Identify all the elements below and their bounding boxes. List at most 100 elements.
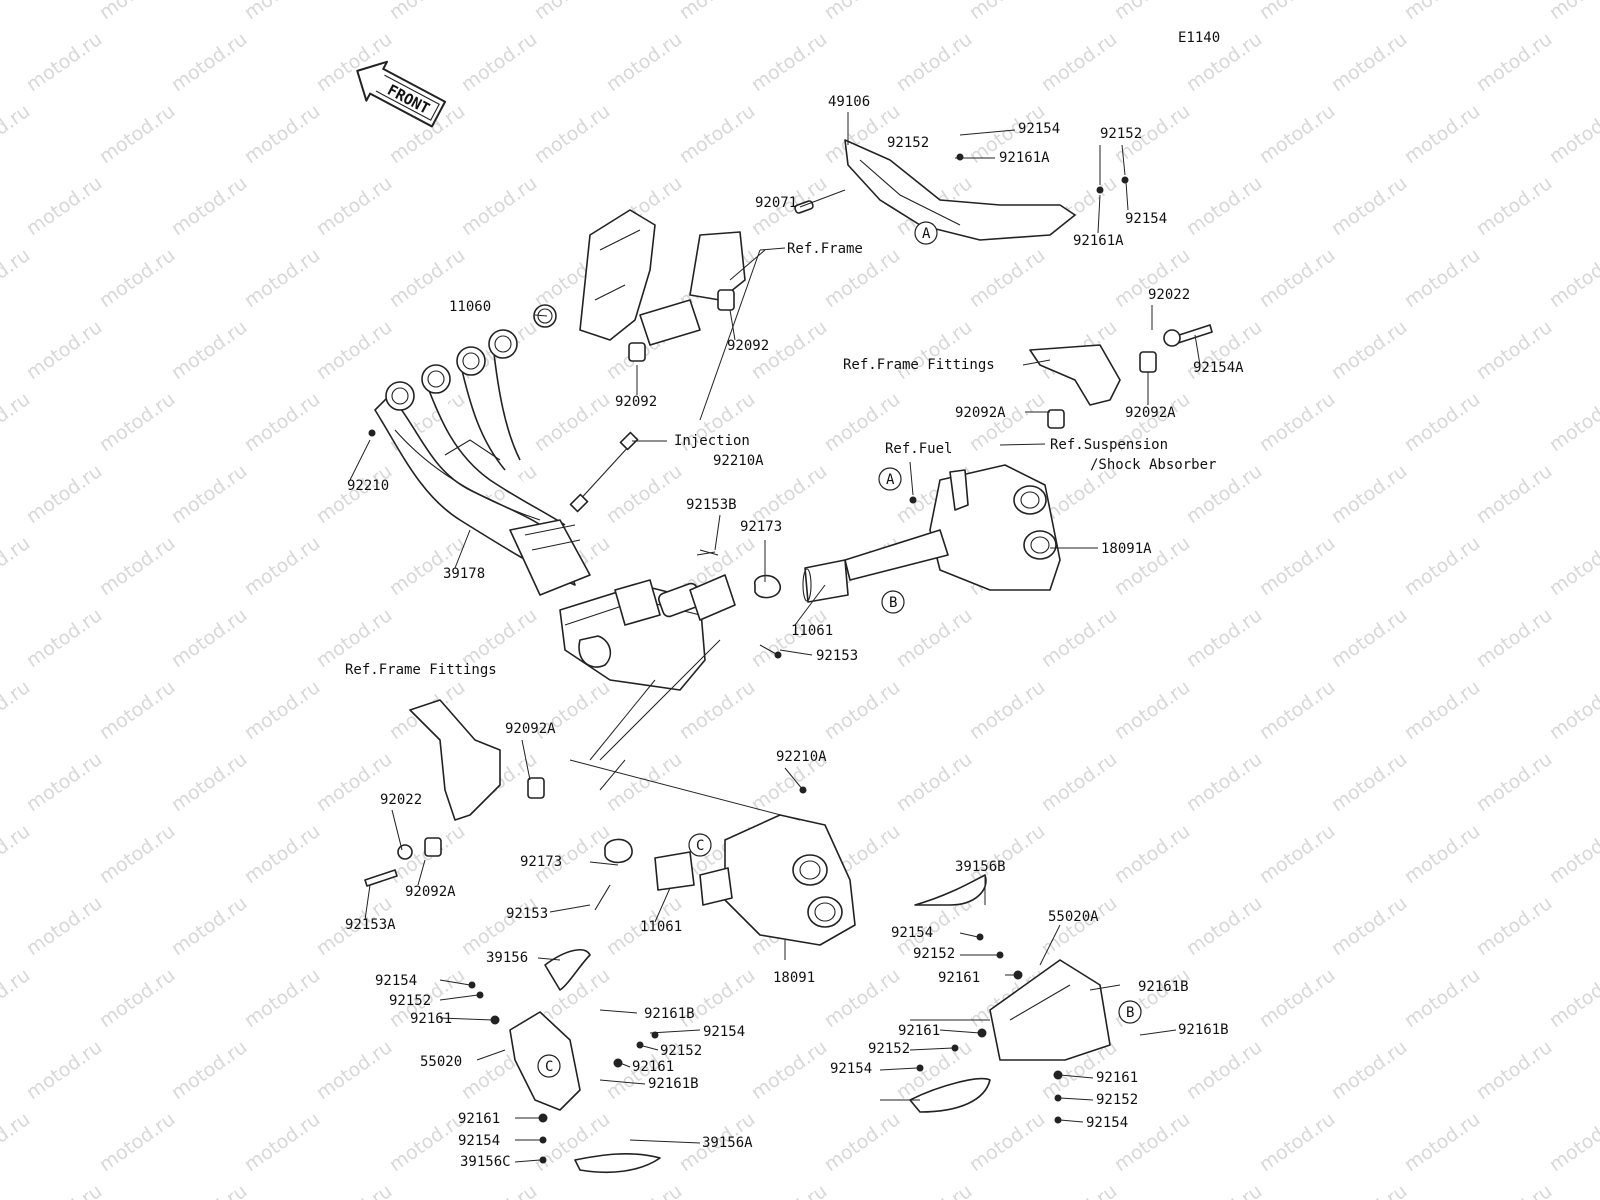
part-label: 92092 [727, 338, 769, 354]
part-label: 92153B [686, 497, 737, 513]
watermark-text: motod.ru [747, 1036, 831, 1104]
part-label: 55020A [1048, 909, 1099, 925]
watermark-text: motod.ru [0, 532, 34, 600]
part-label: 39156B [955, 859, 1006, 875]
watermark-text: motod.ru [1545, 532, 1600, 600]
watermark-text: motod.ru [240, 244, 324, 312]
leader-line [476, 1049, 506, 1061]
watermark-text: motod.ru [602, 748, 686, 816]
part-label: 92153 [506, 906, 548, 922]
watermark-text: motod.ru [1472, 1036, 1556, 1104]
watermark-text: motod.ru [1327, 604, 1411, 672]
svg-text:C: C [545, 1059, 553, 1075]
leader-line [1121, 144, 1126, 176]
watermark-text: motod.ru [675, 676, 759, 744]
leader-line [391, 809, 403, 851]
leader-line [649, 1029, 701, 1034]
watermark-text: motod.ru [1182, 172, 1266, 240]
watermark-text: motod.ru [1255, 964, 1339, 1032]
leader-line [794, 584, 826, 626]
watermark-text: motod.ru [1400, 676, 1484, 744]
watermark-text: motod.ru [1400, 100, 1484, 168]
watermark-text: motod.ru [167, 1180, 251, 1200]
leader-line [599, 1079, 646, 1085]
part-label: Ref.Frame Fittings [345, 662, 497, 678]
svg-text:B: B [889, 595, 897, 611]
part-label: 92210 [347, 478, 389, 494]
watermark-text: motod.ru [1327, 316, 1411, 384]
leader-line [454, 529, 471, 569]
watermark-text: motod.ru [1472, 28, 1556, 96]
watermark-text: motod.ru [1400, 0, 1484, 24]
callout-a: A [914, 221, 938, 245]
watermark-text: motod.ru [167, 892, 251, 960]
muffler-right-18091A [844, 464, 1061, 591]
watermark-text: motod.ru [240, 676, 324, 744]
watermark-text: motod.ru [1400, 1108, 1484, 1176]
watermark-text: motod.ru [167, 1036, 251, 1104]
watermark-text: motod.ru [1037, 892, 1121, 960]
leader-line [714, 514, 721, 551]
watermark-text: motod.ru [1472, 892, 1556, 960]
watermark-text: motod.ru [167, 316, 251, 384]
reference-line [699, 249, 761, 421]
watermark-text: motod.ru [167, 28, 251, 96]
leader-line [1089, 984, 1121, 991]
watermark-text: motod.ru [240, 964, 324, 1032]
watermark-text: motod.ru [1327, 1036, 1411, 1104]
part-label: 11061 [640, 919, 682, 935]
leader-line [549, 904, 591, 913]
watermark-text: motod.ru [820, 0, 904, 24]
part-label: 92152 [660, 1043, 702, 1059]
watermark-text: motod.ru [892, 604, 976, 672]
watermark-text: motod.ru [1472, 460, 1556, 528]
watermark-text: motod.ru [22, 28, 106, 96]
part-label: 92210A [776, 749, 827, 765]
watermark-text: motod.ru [1400, 964, 1484, 1032]
leader-line [879, 1067, 918, 1071]
part-label: 39156C [460, 1154, 511, 1170]
watermark-text: motod.ru [602, 1180, 686, 1200]
watermark-text: motod.ru [1255, 244, 1339, 312]
leader-line [1059, 1074, 1094, 1079]
leader-line [909, 1047, 954, 1051]
part-label: 92152 [913, 946, 955, 962]
part-label: Ref.Frame [787, 241, 863, 257]
part-label: 92161B [644, 1006, 695, 1022]
leader-line [534, 314, 548, 317]
watermark-text: motod.ru [240, 1108, 324, 1176]
part-label: 92173 [520, 854, 562, 870]
leader-line [439, 979, 471, 986]
watermark-text: motod.ru [1255, 388, 1339, 456]
reference-line [599, 759, 626, 791]
diagram-code: E1140 [1178, 30, 1220, 46]
part-label: 92154 [1125, 211, 1167, 227]
leader-line [629, 1139, 701, 1144]
part-label: 92161B [648, 1076, 699, 1092]
part-label: 39156A [702, 1135, 753, 1151]
leader-line [599, 1009, 638, 1014]
part-label: 92152 [868, 1041, 910, 1057]
fasteners [368, 153, 1129, 1164]
part-label: 92152 [1100, 126, 1142, 142]
watermark-text: motod.ru [1110, 0, 1194, 24]
watermark-text: motod.ru [1400, 820, 1484, 888]
leader-line [1059, 1119, 1084, 1123]
watermark-text: motod.ru [22, 1180, 106, 1200]
watermark-text: motod.ru [602, 28, 686, 96]
watermark-text: motod.ru [747, 1180, 831, 1200]
leader-line [439, 1017, 494, 1021]
part-label: 92152 [389, 993, 431, 1009]
leader-line [1139, 1029, 1177, 1036]
watermark-text: motod.ru [1545, 100, 1600, 168]
leader-line [999, 443, 1046, 446]
part-label: 92153A [345, 917, 396, 933]
part-label: 92154 [375, 973, 417, 989]
watermark-text: motod.ru [1545, 676, 1600, 744]
watermark-text: motod.ru [385, 1108, 469, 1176]
watermark-text: motod.ru [95, 676, 179, 744]
frame-fitting-left [364, 699, 545, 887]
leader-line [1125, 181, 1129, 211]
